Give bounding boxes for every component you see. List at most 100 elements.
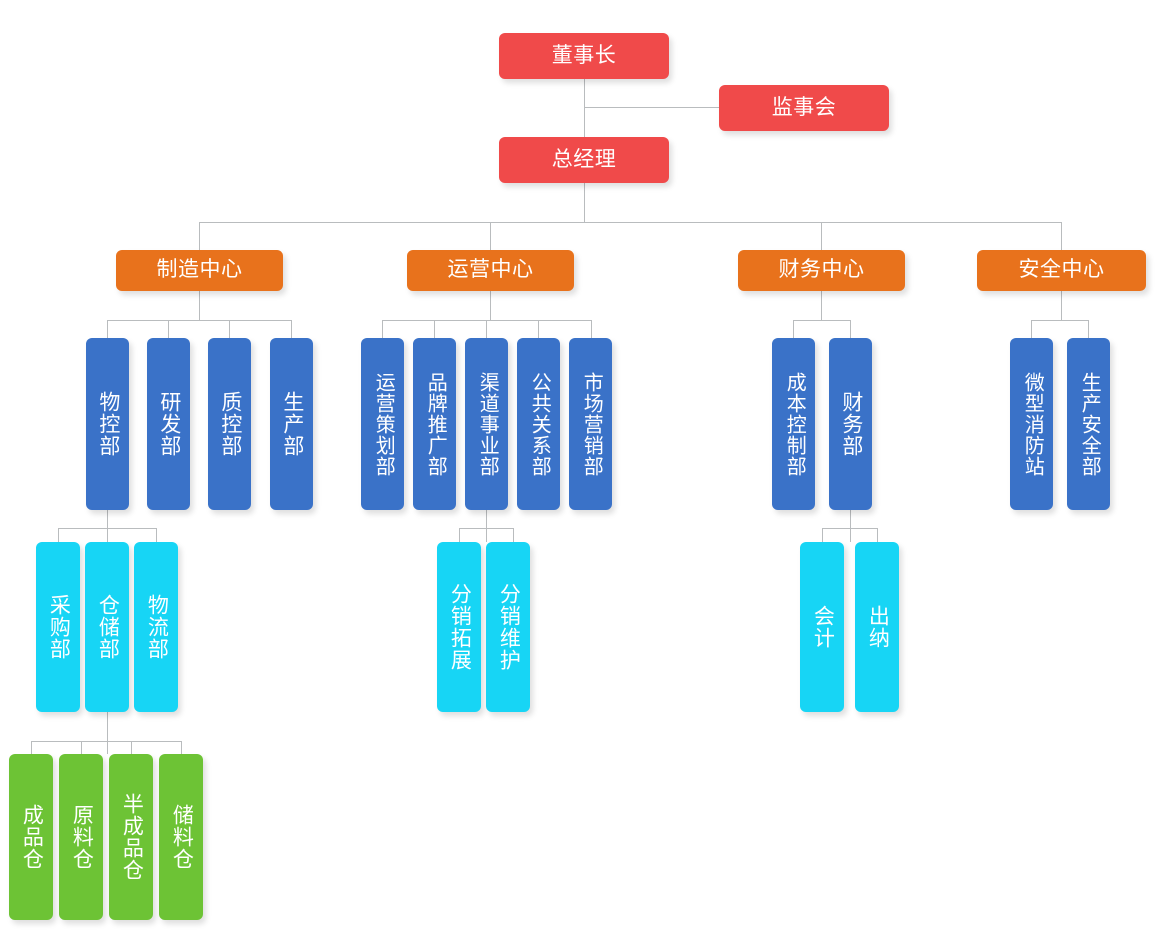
connector-wuk-bus [58, 528, 157, 529]
node-dept-finance[interactable]: 财务部 [829, 338, 872, 510]
node-sub-distribution-expansion-label: 分销拓展 [448, 583, 472, 671]
node-dept-cost-control-label: 成本控制部 [783, 371, 806, 477]
node-dept-marketing-label: 市场营销部 [580, 371, 603, 477]
connector-caiwu-drop-1 [822, 528, 823, 542]
connector-fin-drop-1 [793, 320, 794, 338]
node-dept-channel-business-label: 渠道事业部 [476, 371, 499, 477]
node-warehouse-raw-material-label: 原料仓 [70, 804, 94, 870]
connector-caiwu-down [850, 510, 851, 542]
node-center-operations[interactable]: 运营中心 [407, 250, 574, 291]
node-warehouse-storage-material[interactable]: 储料仓 [159, 754, 203, 920]
node-dept-cost-control[interactable]: 成本控制部 [772, 338, 815, 510]
node-sub-logistics-label: 物流部 [145, 594, 169, 660]
connector-ops-drop-5 [591, 320, 592, 338]
node-dept-brand-promotion-label: 品牌推广部 [424, 371, 447, 477]
node-dept-production-label: 生产部 [280, 391, 304, 457]
node-sub-cashier-label: 出纳 [866, 605, 890, 649]
connector-ops-drop-1 [382, 320, 383, 338]
node-warehouse-finished-goods[interactable]: 成品仓 [9, 754, 53, 920]
node-supervisory-board[interactable]: 监事会 [719, 85, 889, 131]
connector-mfg-down [199, 291, 200, 321]
node-dept-production-safety[interactable]: 生产安全部 [1067, 338, 1110, 510]
connector-wh-drop-4 [181, 741, 182, 754]
node-sub-distribution-maintenance[interactable]: 分销维护 [486, 542, 530, 712]
node-dept-rnd-label: 研发部 [157, 391, 181, 457]
node-warehouse-storage-material-label: 储料仓 [170, 804, 194, 870]
node-center-finance-label: 财务中心 [778, 258, 865, 282]
connector-center-drop-1 [199, 222, 200, 250]
node-dept-public-relations-label: 公共关系部 [528, 371, 551, 477]
connector-center-drop-4 [1061, 222, 1062, 250]
connector-wuk-down [107, 510, 108, 542]
connector-mfg-drop-4 [291, 320, 292, 338]
node-dept-material-control[interactable]: 物控部 [86, 338, 129, 510]
node-center-manufacturing-label: 制造中心 [156, 258, 243, 282]
node-dept-micro-fire-station[interactable]: 微型消防站 [1010, 338, 1053, 510]
connector-mfg-drop-1 [107, 320, 108, 338]
connector-ops-drop-3 [486, 320, 487, 338]
connector-center-drop-2 [490, 222, 491, 250]
node-center-manufacturing[interactable]: 制造中心 [116, 250, 283, 291]
connector-safety-bus [1031, 320, 1089, 321]
node-dept-brand-promotion[interactable]: 品牌推广部 [413, 338, 456, 510]
node-dept-quality-control[interactable]: 质控部 [208, 338, 251, 510]
connector-fin-bus [793, 320, 851, 321]
connector-qudao-down [486, 510, 487, 542]
connector-fin-down [821, 291, 822, 321]
node-dept-finance-label: 财务部 [839, 391, 863, 457]
connector-caiwu-drop-2 [877, 528, 878, 542]
connector-wuk-drop-2 [156, 528, 157, 542]
node-sub-purchasing-label: 采购部 [47, 594, 71, 660]
connector-wh-drop-3 [131, 741, 132, 754]
node-sub-distribution-expansion[interactable]: 分销拓展 [437, 542, 481, 712]
connector-qudao-drop-1 [459, 528, 460, 542]
node-dept-rnd[interactable]: 研发部 [147, 338, 190, 510]
connector-qudao-bus [459, 528, 514, 529]
connector-supervisory-board [584, 107, 720, 108]
node-center-safety[interactable]: 安全中心 [977, 250, 1146, 291]
connector-cangchu-bus [31, 741, 181, 742]
node-sub-purchasing[interactable]: 采购部 [36, 542, 80, 712]
connector-wh-drop-1 [31, 741, 32, 754]
node-supervisory-board-label: 监事会 [771, 95, 837, 119]
node-chairman[interactable]: 董事长 [499, 33, 669, 79]
node-dept-production[interactable]: 生产部 [270, 338, 313, 510]
connector-mfg-drop-3 [229, 320, 230, 338]
node-dept-ops-planning[interactable]: 运营策划部 [361, 338, 404, 510]
node-sub-distribution-maintenance-label: 分销维护 [497, 583, 521, 671]
node-sub-cashier[interactable]: 出纳 [855, 542, 899, 712]
connector-center-drop-3 [821, 222, 822, 250]
connector-safety-drop-2 [1088, 320, 1089, 338]
connector-mfg-bus [107, 320, 292, 321]
connector-center-bus [199, 222, 1062, 223]
node-warehouse-finished-goods-label: 成品仓 [20, 804, 44, 870]
node-dept-ops-planning-label: 运营策划部 [372, 371, 395, 477]
connector-qudao-drop-2 [513, 528, 514, 542]
node-warehouse-semi-finished-label: 半成品仓 [120, 793, 144, 881]
connector-wh-drop-2 [81, 741, 82, 754]
node-dept-marketing[interactable]: 市场营销部 [569, 338, 612, 510]
node-warehouse-raw-material[interactable]: 原料仓 [59, 754, 103, 920]
node-center-finance[interactable]: 财务中心 [738, 250, 905, 291]
node-warehouse-semi-finished[interactable]: 半成品仓 [109, 754, 153, 920]
node-dept-material-control-label: 物控部 [96, 391, 120, 457]
node-dept-channel-business[interactable]: 渠道事业部 [465, 338, 508, 510]
node-dept-quality-control-label: 质控部 [218, 391, 242, 457]
connector-caiwu-bus [822, 528, 878, 529]
connector-cangchu-down [107, 712, 108, 754]
node-general-manager-label: 总经理 [551, 147, 617, 171]
connector-ops-drop-4 [538, 320, 539, 338]
connector-safety-down [1061, 291, 1062, 321]
node-dept-public-relations[interactable]: 公共关系部 [517, 338, 560, 510]
node-sub-warehousing[interactable]: 仓储部 [85, 542, 129, 712]
node-sub-logistics[interactable]: 物流部 [134, 542, 178, 712]
connector-safety-drop-1 [1031, 320, 1032, 338]
connector-gm-down [584, 183, 585, 223]
node-dept-production-safety-label: 生产安全部 [1078, 371, 1101, 477]
node-chairman-label: 董事长 [551, 43, 617, 67]
node-general-manager[interactable]: 总经理 [499, 137, 669, 183]
node-sub-accounting[interactable]: 会计 [800, 542, 844, 712]
node-sub-accounting-label: 会计 [811, 605, 835, 649]
node-dept-micro-fire-station-label: 微型消防站 [1021, 371, 1044, 477]
